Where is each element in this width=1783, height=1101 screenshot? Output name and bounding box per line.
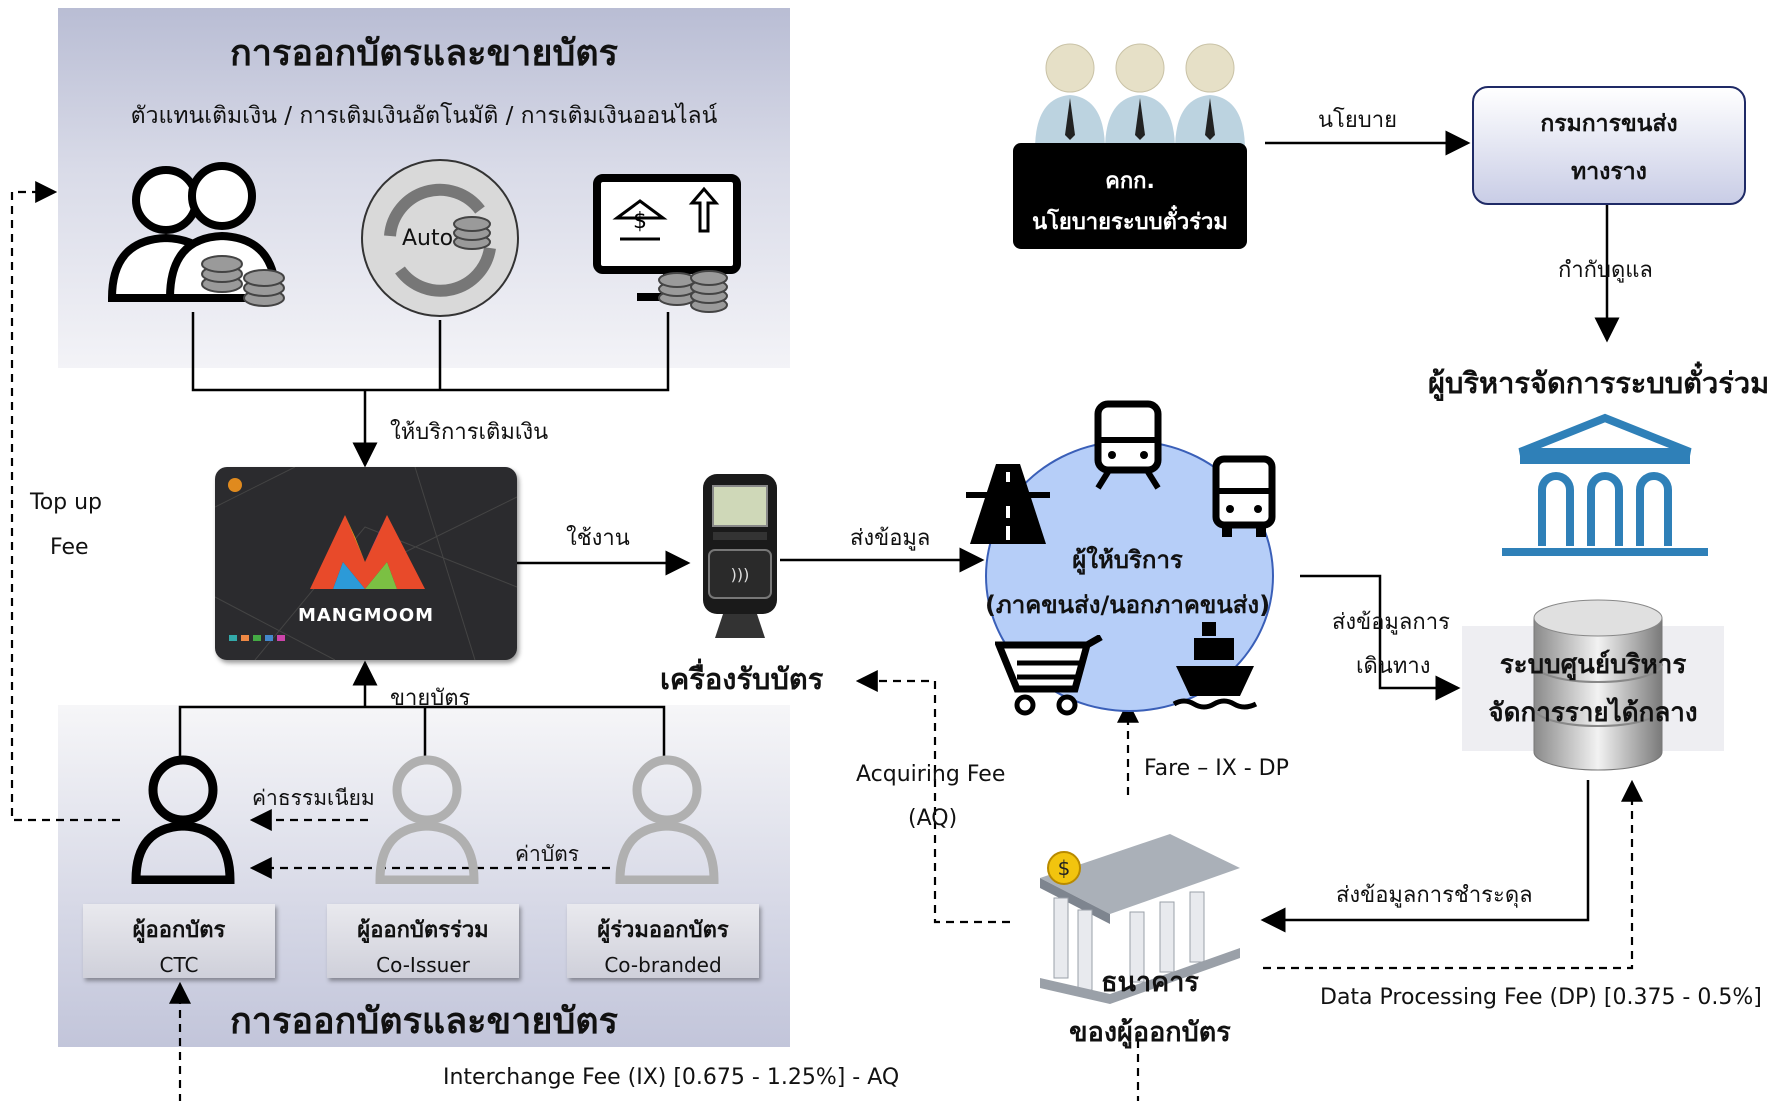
- department-box: กรมการขนส่ง ทางราง: [1472, 86, 1746, 205]
- government-building-icon: [1502, 413, 1708, 556]
- svg-text:))): ))): [731, 565, 750, 584]
- issuer-sub: Co-Issuer: [376, 953, 470, 977]
- issuer-box-ctc: ผู้ออกบัตร CTC: [83, 904, 275, 978]
- bank-line1: ธนาคาร: [1101, 967, 1199, 998]
- person-icon: [615, 755, 719, 884]
- committee-box: คกก. นโยบายระบบตั๋วร่วม: [1013, 143, 1247, 249]
- issuer-sub: Co-branded: [604, 953, 722, 977]
- supervise-label: กำกับดูแล: [1558, 258, 1653, 283]
- use-label: ใช้งาน: [566, 526, 630, 551]
- board-members-icon: [1035, 43, 1245, 150]
- auto-label: Auto: [402, 226, 454, 251]
- people-coins-icon: [107, 162, 285, 307]
- ship-icon: [1172, 622, 1258, 710]
- issuer-name: ผู้ออกบัตรร่วม: [357, 918, 489, 943]
- card-fee-label: ค่าบัตร: [515, 842, 580, 866]
- bus-icon: [1212, 455, 1276, 537]
- fare-label: Fare – IX - DP: [1144, 756, 1289, 781]
- travel-data-label-2: เดินทาง: [1356, 654, 1431, 679]
- settlement-data-label: ส่งข้อมูลการชำระดุล: [1336, 883, 1533, 908]
- mangmoom-card: MANGMOOM: [215, 467, 517, 660]
- issuer-box-co-issuer: ผู้ออกบัตรร่วม Co-Issuer: [327, 904, 519, 978]
- committee-line2: นโยบายระบบตั๋วร่วม: [1032, 210, 1228, 235]
- bottom-panel-title: การออกบัตรและขายบัตร: [229, 1001, 619, 1042]
- topup-service-label: ให้บริการเติมเงิน: [390, 420, 549, 445]
- travel-data-label-1: ส่งข้อมูลการ: [1332, 610, 1450, 635]
- top-panel-subtitle: ตัวแทนเติมเงิน / การเติมเงินอัตโนมัติ / …: [130, 103, 718, 129]
- card-brand-label: MANGMOOM: [297, 605, 435, 626]
- person-icon: [375, 755, 479, 884]
- cart-icon: [995, 635, 1103, 716]
- fee-label: ค่าธรรมเนียม: [252, 786, 375, 810]
- topup-fee-label-1: Top up: [30, 490, 103, 515]
- svg-text:$: $: [1058, 856, 1071, 880]
- provider-name: ผู้ให้บริการ: [1072, 546, 1183, 574]
- train-icon: [1094, 400, 1162, 490]
- issuer-sub: CTC: [159, 953, 199, 977]
- issuer-name: ผู้ร่วมออกบัตร: [597, 918, 729, 943]
- person-icon: [131, 755, 235, 884]
- acquiring-fee-label-2: (AQ): [908, 806, 958, 831]
- send-data-label: ส่งข้อมูล: [850, 526, 931, 551]
- sell-card-label: ขายบัตร: [390, 686, 471, 711]
- ix-fee-label: Interchange Fee (IX) [0.675 - 1.25%] - A…: [443, 1065, 900, 1090]
- department-line1: กรมการขนส่ง: [1540, 111, 1678, 137]
- clearing-center-line1: ระบบศูนย์บริหาร: [1499, 650, 1687, 680]
- card-reader-label: เครื่องรับบัตร: [660, 662, 824, 696]
- highway-icon: [966, 464, 1050, 544]
- database-icon: [1533, 599, 1663, 771]
- auto-topup-icon: [361, 159, 519, 317]
- bank-line2: ของผู้ออกบัตร: [1069, 1017, 1231, 1048]
- dp-fee-label: Data Processing Fee (DP) [0.375 - 0.5%]: [1320, 985, 1762, 1010]
- provider-subtitle: (ภาคขนส่ง/นอกภาคขนส่ง): [984, 591, 1271, 619]
- top-panel-title: การออกบัตรและขายบัตร: [229, 33, 619, 74]
- department-line2: ทางราง: [1571, 159, 1647, 185]
- bank-icon: $: [1040, 834, 1240, 1004]
- acquiring-fee-label-1: Acquiring Fee: [856, 762, 1006, 787]
- issuer-name: ผู้ออกบัตร: [132, 918, 226, 943]
- policy-label: นโยบาย: [1318, 108, 1397, 133]
- issuer-box-co-branded: ผู้ร่วมออกบัตร Co-branded: [567, 904, 759, 978]
- manager-title: ผู้บริหารจัดการระบบตั๋วร่วม: [1428, 366, 1770, 400]
- svg-text:$: $: [633, 209, 647, 234]
- clearing-center-line2: จัดการรายได้กลาง: [1488, 698, 1698, 728]
- online-topup-icon: $: [593, 174, 741, 313]
- card-reader-icon: ))): [703, 474, 777, 638]
- topup-fee-label-2: Fee: [50, 535, 89, 560]
- committee-line1: คกก.: [1105, 169, 1155, 194]
